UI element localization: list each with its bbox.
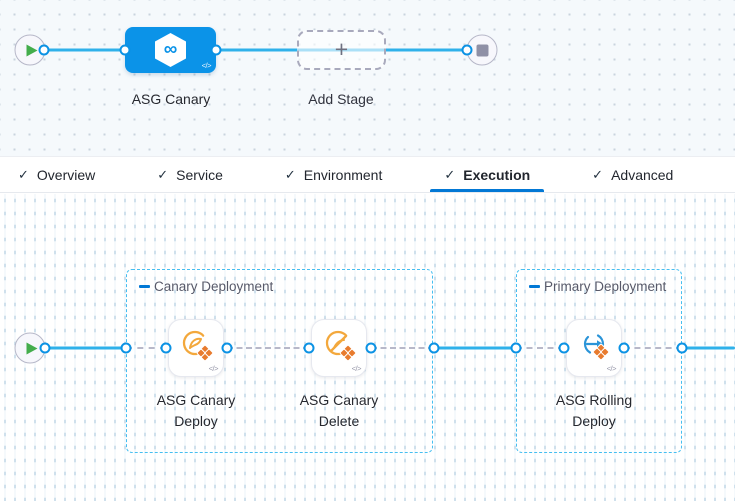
stage-graph-canvas[interactable]: ∞ </> + ASG Canary Add Stage	[0, 0, 735, 156]
check-icon: ✓	[157, 166, 169, 182]
execution-dashed-line	[624, 347, 682, 349]
add-stage-button[interactable]: +	[297, 30, 386, 70]
stage-label: ASG Canary	[131, 91, 211, 107]
collapse-icon[interactable]	[529, 285, 540, 288]
tab-advanced[interactable]: ✓ Advanced	[592, 166, 674, 183]
code-toggle-icon[interactable]: </>	[201, 61, 212, 70]
execution-graph-canvas[interactable]: Canary Deployment Primary Deployment	[0, 194, 735, 501]
execution-connector-line	[682, 346, 735, 350]
connector-port[interactable]	[221, 342, 233, 354]
plus-icon: +	[334, 35, 349, 62]
tab-overview[interactable]: ✓ Overview	[18, 166, 96, 183]
step-asg-canary-deploy[interactable]: </>	[168, 319, 224, 377]
connector-port[interactable]	[618, 342, 630, 354]
tab-service[interactable]: ✓ Service	[157, 166, 223, 183]
check-icon: ✓	[284, 166, 296, 182]
asg-canary-delete-icon	[325, 330, 357, 362]
connector-port[interactable]	[120, 342, 132, 354]
play-icon	[26, 44, 38, 56]
connector-port[interactable]	[303, 342, 315, 354]
step-group-primary-deployment: Primary Deployment	[516, 269, 682, 453]
connector-port[interactable]	[365, 342, 377, 354]
tab-execution[interactable]: ✓ Execution	[430, 157, 544, 192]
connector-port[interactable]	[461, 44, 473, 56]
stop-icon	[476, 44, 488, 56]
add-stage-label: Add Stage	[308, 91, 374, 107]
asg-canary-deploy-icon	[182, 330, 214, 362]
step-label: ASG Canary Deploy	[156, 392, 236, 429]
check-icon: ✓	[592, 166, 604, 182]
collapse-icon[interactable]	[139, 285, 150, 288]
execution-dashed-line	[516, 347, 564, 349]
stage-connector-line	[44, 48, 467, 52]
connector-port[interactable]	[510, 342, 522, 354]
execution-connector-line	[434, 346, 516, 350]
connector-port[interactable]	[119, 44, 131, 56]
connector-port[interactable]	[210, 44, 222, 56]
step-asg-canary-delete[interactable]: </>	[311, 319, 367, 377]
code-toggle-icon[interactable]: </>	[351, 364, 362, 373]
code-toggle-icon[interactable]: </>	[208, 364, 219, 373]
check-icon: ✓	[18, 166, 29, 182]
connector-port[interactable]	[39, 342, 51, 354]
stage-config-tabbar: ✓ Overview ✓ Service ✓ Environment ✓ Exe…	[0, 156, 735, 193]
step-asg-rolling-deploy[interactable]: </>	[566, 319, 622, 377]
group-title: Canary Deployment	[154, 279, 274, 294]
play-icon	[26, 342, 38, 354]
harness-pipeline-icon: ∞	[155, 33, 186, 67]
group-header-canary-deployment[interactable]: Canary Deployment	[139, 279, 273, 294]
connector-port[interactable]	[676, 342, 688, 354]
asg-rolling-deploy-icon	[583, 334, 610, 361]
code-toggle-icon[interactable]: </>	[606, 364, 617, 373]
connector-port[interactable]	[558, 342, 570, 354]
execution-dashed-line	[126, 347, 166, 349]
group-header-primary-deployment[interactable]: Primary Deployment	[529, 279, 666, 294]
execution-dashed-line	[371, 347, 434, 349]
connector-port[interactable]	[160, 342, 172, 354]
connector-port[interactable]	[428, 342, 440, 354]
check-icon: ✓	[444, 166, 456, 182]
connector-port[interactable]	[38, 44, 50, 56]
stage-asg-canary[interactable]: ∞ </>	[125, 27, 216, 73]
tab-environment[interactable]: ✓ Environment	[284, 166, 383, 183]
execution-connector-line	[45, 346, 126, 350]
group-title: Primary Deployment	[544, 279, 667, 294]
step-label: ASG Rolling Deploy	[555, 392, 633, 429]
execution-dashed-line	[227, 347, 309, 349]
step-label: ASG Canary Delete	[299, 392, 379, 429]
step-group-canary-deployment: Canary Deployment	[126, 269, 433, 453]
